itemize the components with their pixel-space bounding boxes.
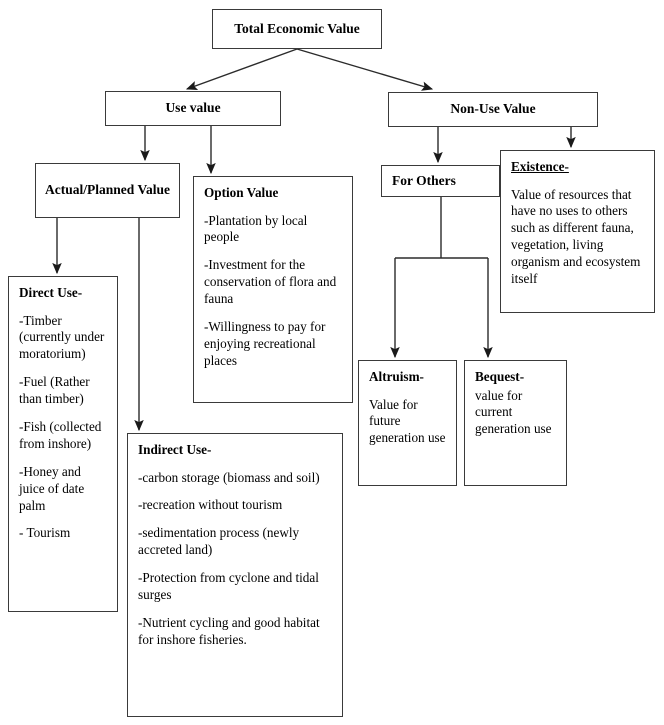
node-heading: Option Value: [204, 185, 279, 200]
node-label: For Others: [392, 172, 456, 188]
list-item: -recreation without tourism: [138, 497, 283, 513]
list-item: -Fish (collected from inshore): [19, 418, 102, 451]
node-non-use-value[interactable]: Non-Use Value: [388, 92, 598, 127]
node-item-list: -Timber (currently under moratorium) -Fu…: [19, 313, 107, 543]
list-item: -sedimentation process (newly accreted l…: [138, 525, 300, 558]
list-item: -carbon storage (biomass and soil): [138, 469, 320, 485]
node-existence[interactable]: Existence- Value of resources that have …: [500, 150, 655, 313]
list-item: value for current generation use: [475, 387, 552, 437]
node-label: Non-Use Value: [450, 101, 536, 117]
node-heading: Indirect Use-: [138, 442, 212, 457]
node-item-list: value for current generation use: [475, 388, 556, 439]
list-item: Value for future generation use: [369, 396, 446, 446]
list-item: -Timber (currently under moratorium): [19, 312, 105, 362]
list-item: -Fuel (Rather than timber): [19, 374, 90, 407]
node-indirect-use[interactable]: Indirect Use- -carbon storage (biomass a…: [127, 433, 343, 717]
node-item-list: -Plantation by local people -Investment …: [204, 213, 342, 370]
list-item: Value of resources that have no uses to …: [511, 186, 641, 286]
node-use-value[interactable]: Use value: [105, 91, 281, 126]
node-altruism[interactable]: Altruism- Value for future generation us…: [358, 360, 457, 486]
node-bequest[interactable]: Bequest- value for current generation us…: [464, 360, 567, 486]
list-item: -Protection from cyclone and tidal surge…: [138, 570, 319, 602]
node-item-list: Value for future generation use: [369, 397, 446, 448]
node-direct-use[interactable]: Direct Use- -Timber (currently under mor…: [8, 276, 118, 612]
node-heading: Altruism-: [369, 369, 424, 384]
node-heading: Existence-: [511, 159, 569, 174]
node-heading: Bequest-: [475, 369, 525, 384]
list-item: -Honey and juice of date palm: [19, 463, 85, 513]
node-total-economic-value[interactable]: Total Economic Value: [212, 9, 382, 49]
list-item: -Nutrient cycling and good habitat for i…: [138, 614, 320, 647]
list-item: -Investment for the conservation of flor…: [204, 257, 337, 307]
edge-root-to-nonuse: [296, 48, 434, 91]
node-heading: Direct Use-: [19, 285, 83, 300]
list-item: -Plantation by local people: [204, 212, 308, 245]
list-item: - Tourism: [19, 525, 71, 541]
node-item-list: -carbon storage (biomass and soil) -recr…: [138, 470, 332, 649]
node-option-value[interactable]: Option Value -Plantation by local people…: [193, 176, 353, 403]
node-label: Actual/Planned Value: [45, 182, 170, 198]
node-actual-planned-value[interactable]: Actual/Planned Value: [35, 163, 180, 218]
node-item-list: Value of resources that have no uses to …: [511, 187, 644, 288]
node-for-others[interactable]: For Others: [381, 165, 500, 197]
node-label: Total Economic Value: [234, 20, 360, 36]
node-label: Use value: [165, 100, 221, 116]
list-item: -Willingness to pay for enjoying recreat…: [204, 318, 326, 368]
edge-root-to-use: [185, 48, 298, 91]
